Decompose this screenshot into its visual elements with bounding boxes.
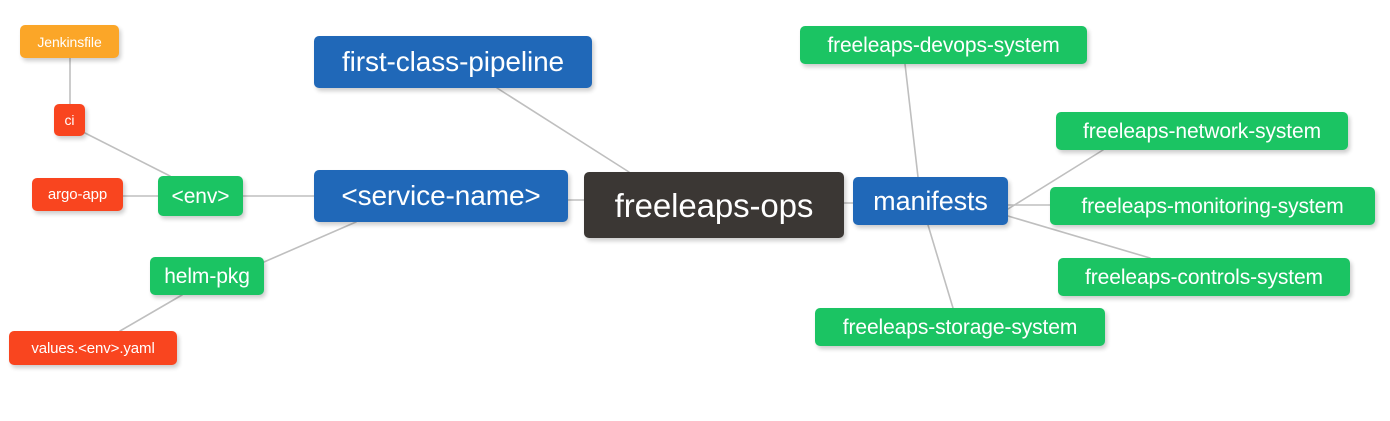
mindmap-node-label: <service-name> [341,180,541,211]
mindmap-node-label: freeleaps-storage-system [842,315,1078,339]
mindmap-node-freeleaps-network-system[interactable]: freeleaps-network-system [1056,112,1348,150]
mindmap-node-label: first-class-pipeline [341,46,565,77]
mindmap-node-helm-pkg[interactable]: helm-pkg [150,257,264,295]
mindmap-node-first-class-pipeline[interactable]: first-class-pipeline [314,36,592,88]
mindmap-node-label: freeleaps-controls-system [1085,265,1323,289]
mindmap-node-label: Jenkinsfile [37,33,102,50]
mindmap-node-env[interactable]: <env> [158,176,243,216]
mindmap-node-freeleaps-storage-system[interactable]: freeleaps-storage-system [815,308,1105,346]
mindmap-node-freeleaps-monitoring-system[interactable]: freeleaps-monitoring-system [1050,187,1375,225]
mindmap-node-label: <env> [171,184,230,208]
edge-ci-to-env [84,132,171,177]
mindmap-node-manifests[interactable]: manifests [853,177,1008,225]
mindmap-node-freeleaps-devops-system[interactable]: freeleaps-devops-system [800,26,1087,64]
mindmap-node-ci[interactable]: ci [54,104,85,136]
mindmap-node-label: freeleaps-devops-system [827,33,1060,57]
edge-helm-pkg-to-values-yaml [119,294,183,332]
mindmap-node-service-name[interactable]: <service-name> [314,170,568,222]
mindmap-node-jenkinsfile[interactable]: Jenkinsfile [20,25,119,58]
edge-manifests-to-freeleaps-storage-system [927,224,954,309]
mindmap-node-label: ci [64,112,75,128]
mindmap-node-label: freeleaps-network-system [1082,119,1321,143]
mindmap-node-freeleaps-controls-system[interactable]: freeleaps-controls-system [1058,258,1350,296]
mindmap-node-freeleaps-ops[interactable]: freeleaps-ops [584,172,844,238]
edge-service-name-to-helm-pkg [263,221,357,263]
mindmap-node-label: values.<env>.yaml [31,339,155,357]
mindmap-node-label: helm-pkg [164,264,250,288]
edge-first-class-pipeline-to-freeleaps-ops [496,87,630,173]
edge-manifests-to-freeleaps-devops-system [904,63,919,178]
mindmap-node-label: freeleaps-monitoring-system [1081,194,1344,218]
mindmap-node-label: freeleaps-ops [614,186,814,224]
mindmap-node-label: manifests [873,185,988,216]
mindmap-node-label: argo-app [47,186,108,203]
mindmap-node-argo-app[interactable]: argo-app [32,178,123,211]
mindmap-node-values-yaml[interactable]: values.<env>.yaml [9,331,177,365]
